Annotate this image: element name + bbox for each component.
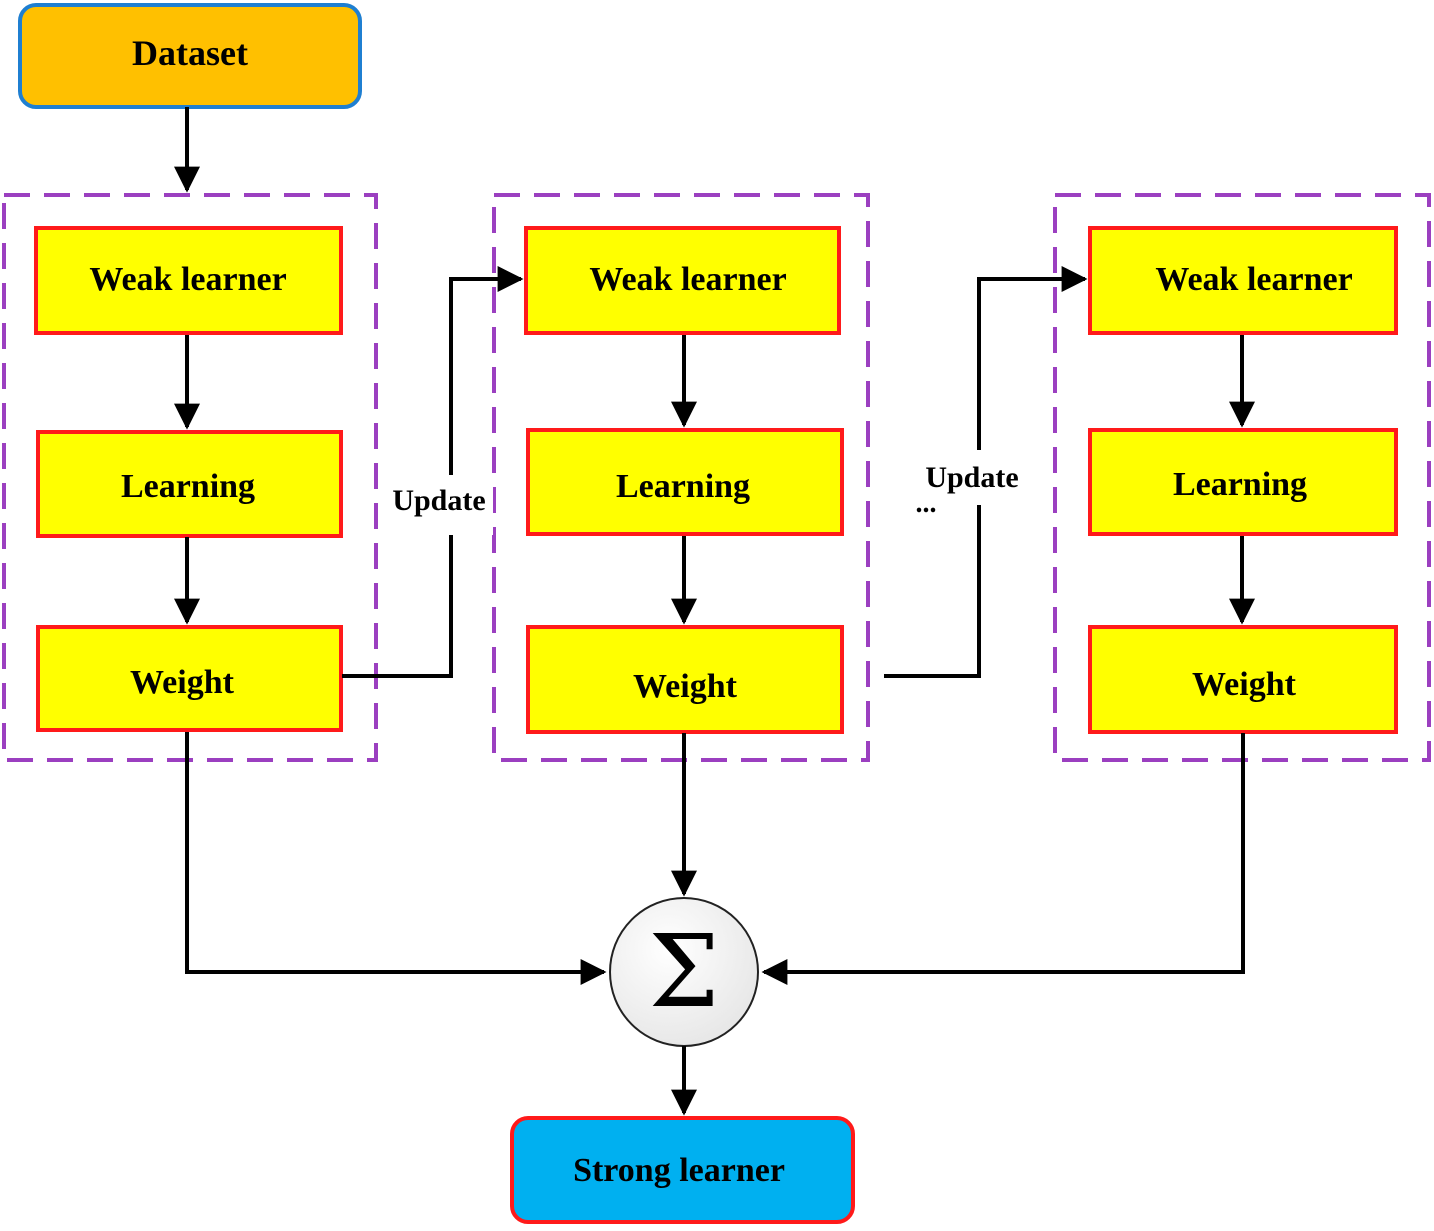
- update-label-1: Update: [392, 484, 485, 517]
- dataset-node: Dataset: [18, 3, 362, 109]
- weak-learner-label: Weak learner: [589, 261, 786, 298]
- update-label-bg: [383, 475, 493, 535]
- learning-label: Learning: [121, 468, 255, 505]
- strong-learner-label: Strong learner: [573, 1152, 785, 1189]
- learning-label: Learning: [616, 468, 750, 505]
- weak-learner-box: [34, 226, 343, 335]
- weak-learner-box: [1088, 226, 1398, 335]
- weight-label: Weight: [633, 668, 738, 705]
- stage-3: Weak learner Learning Weight: [1088, 226, 1398, 734]
- stage-2-group: [492, 193, 870, 762]
- learning-box: [526, 428, 844, 536]
- weight-box: [1088, 625, 1398, 734]
- ellipsis-label: ...: [916, 488, 937, 519]
- weight-label: Weight: [1192, 666, 1297, 703]
- weak-learner-box: [524, 226, 841, 335]
- update-label-2: Update: [925, 461, 1018, 494]
- stage-2: Weak learner Learning Weight: [524, 226, 844, 734]
- sigma-icon: Σ: [649, 913, 720, 1030]
- weak-learner-label: Weak learner: [89, 261, 286, 298]
- weight-box: [526, 625, 844, 734]
- update-label-bg: [913, 450, 1028, 505]
- weak-learner-label: Weak learner: [1155, 261, 1352, 298]
- learning-box: [1088, 428, 1398, 536]
- dataset-label: Dataset: [132, 33, 248, 73]
- learning-label: Learning: [1173, 466, 1307, 503]
- weight-label: Weight: [130, 664, 235, 701]
- arrow-weight1-to-sum: [185, 732, 607, 985]
- stage-1: Weak learner Learning Weight: [34, 226, 343, 732]
- arrow-weight3-to-sum: [761, 733, 1245, 985]
- stage-1-group: [2, 193, 378, 762]
- weight-box: [36, 625, 343, 732]
- sum-node: Σ: [609, 897, 759, 1047]
- strong-learner-node: Strong learner: [510, 1116, 855, 1224]
- learning-box: [36, 430, 343, 538]
